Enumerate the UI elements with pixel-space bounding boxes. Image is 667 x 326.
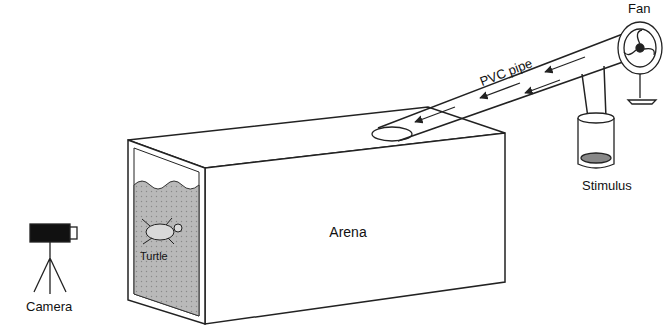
arena-end (128, 140, 205, 324)
turtle-label: Turtle (140, 250, 168, 262)
pipe-label: PVC pipe (478, 56, 534, 89)
node-label: Arena (329, 224, 366, 240)
fan-label: Fan (628, 2, 650, 16)
stimulus-container (578, 113, 614, 168)
flow-arrow (525, 80, 560, 93)
arena-front (205, 133, 505, 324)
flow-arrow (545, 57, 585, 72)
arena-window (134, 148, 199, 316)
turtle-icon (142, 218, 182, 244)
camera-icon (30, 224, 77, 294)
stimulus-branch (582, 66, 606, 118)
water (134, 181, 199, 316)
arena-box: Arena (323, 220, 372, 244)
fan-icon (618, 22, 662, 104)
stimulus-label: Stimulus (582, 179, 632, 193)
camera-label: Camera (26, 300, 72, 314)
flow-arrow (415, 107, 455, 122)
